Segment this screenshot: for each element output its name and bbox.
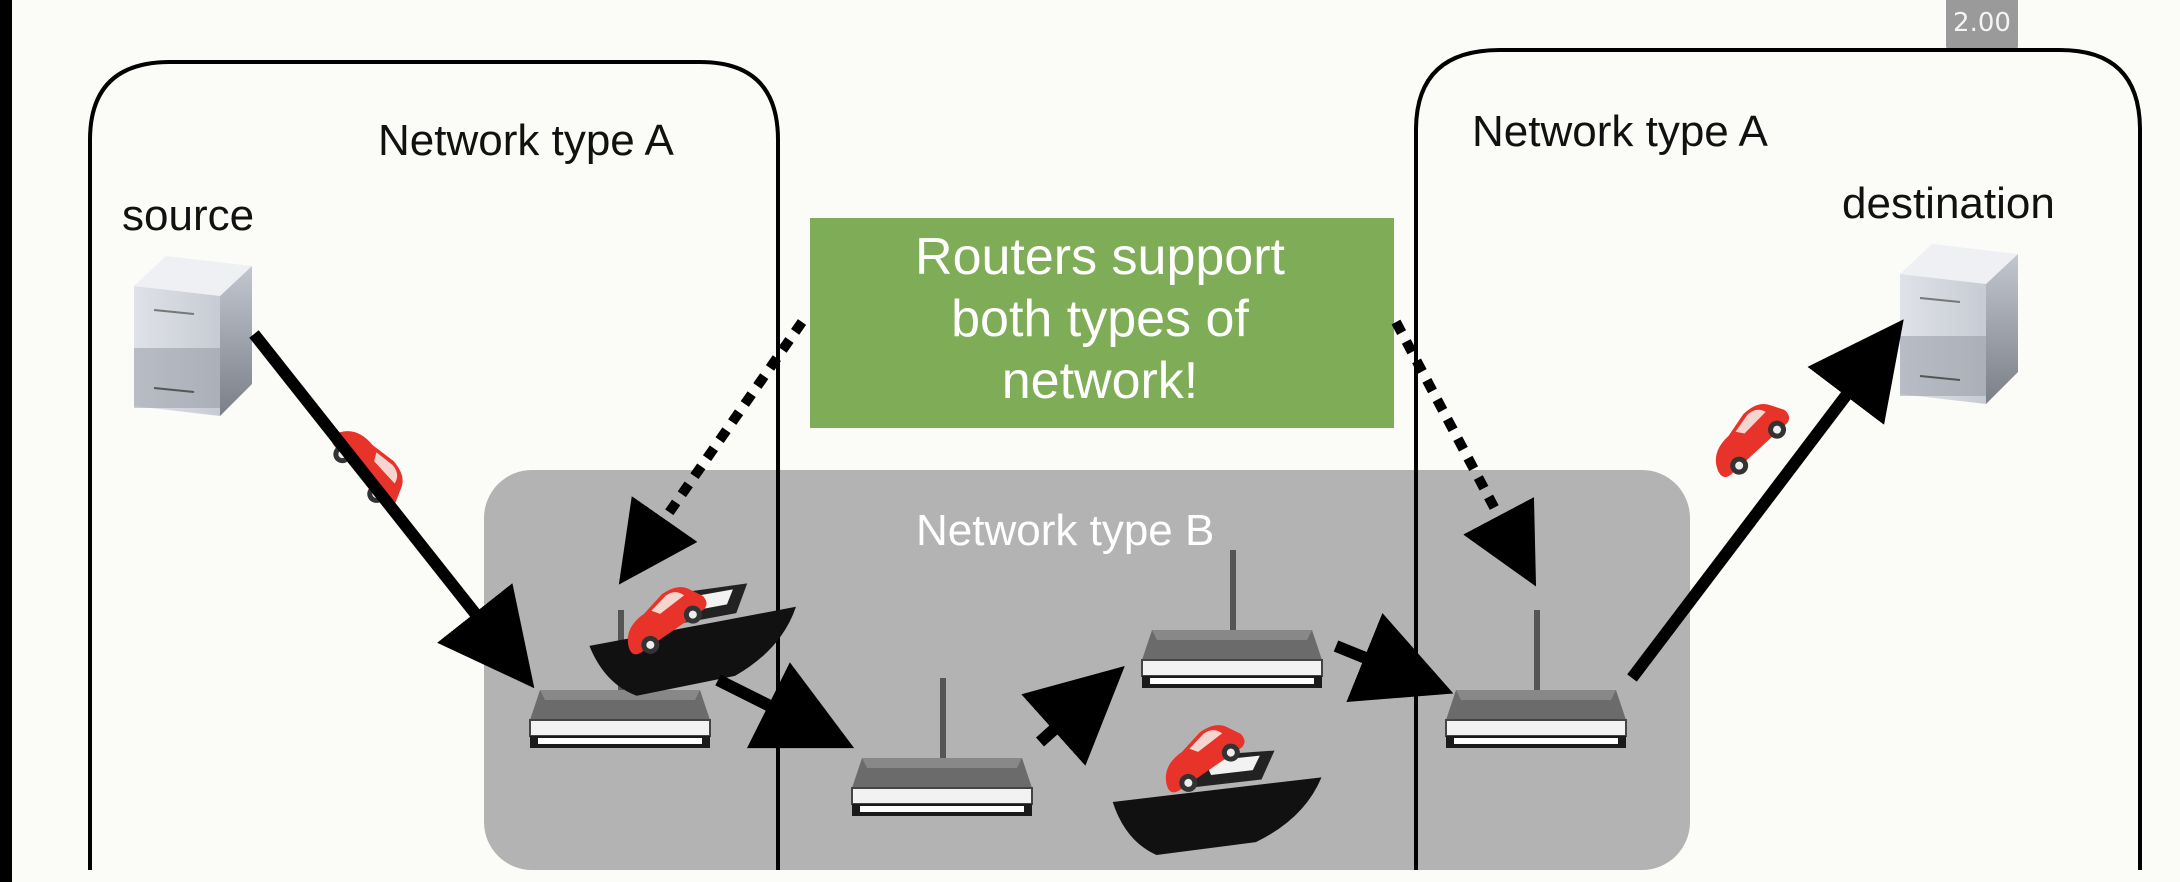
arrow-router4-to-destination — [1627, 319, 1904, 682]
callout-line-2: both types of — [951, 290, 1249, 348]
arrow-router3-to-router4 — [1333, 612, 1454, 702]
callout-pointer-left — [618, 319, 807, 585]
left-edge-bar — [0, 0, 12, 882]
center-network-label: Network type B — [916, 506, 1214, 555]
source-server-icon — [133, 255, 253, 417]
callout-box — [810, 218, 1394, 428]
arrow-router2-to-router3 — [1021, 665, 1125, 766]
left-network-label: Network type A — [378, 116, 675, 165]
network-a-left-boundary — [88, 60, 780, 870]
destination-server-icon — [1899, 243, 2019, 405]
callout-line-3: network! — [1002, 352, 1199, 410]
network-a-right-boundary — [1414, 48, 2142, 870]
zoom-badge: 2.00 — [1946, 0, 2018, 50]
source-label: source — [122, 191, 254, 240]
callout-line-1: Routers support — [915, 228, 1286, 286]
arrow-source-to-router1 — [249, 330, 535, 689]
right-network-label: Network type A — [1472, 107, 1769, 156]
callout-pointer-right — [1391, 319, 1537, 587]
arrow-router1-to-router2 — [715, 662, 855, 749]
destination-label: destination — [1842, 179, 2055, 228]
